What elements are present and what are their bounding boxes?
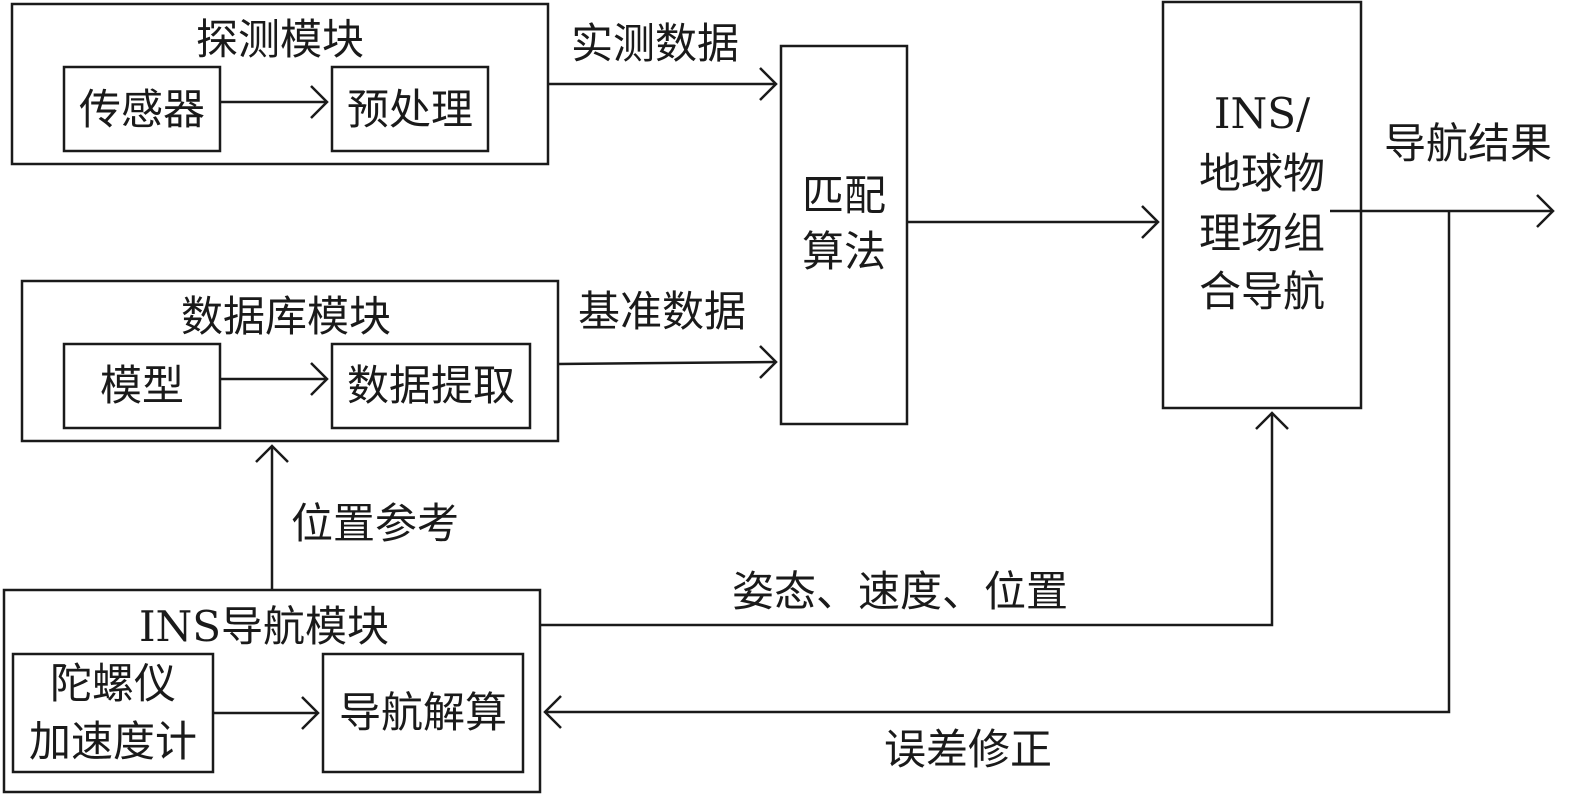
nav-solve-label: 导航解算	[339, 688, 507, 737]
nav-result-label: 导航结果	[1384, 119, 1552, 168]
position-ref-label: 位置参考	[291, 499, 459, 548]
data-extract-box	[330, 342, 532, 430]
state-arrow	[540, 413, 1274, 627]
measured-data-label: 实测数据	[571, 19, 739, 68]
combined-nav-line1: INS/	[1214, 89, 1311, 138]
detect-module-title: 探测模块	[196, 15, 364, 64]
ins-module-title: INS导航模块	[139, 602, 389, 651]
database-module-title: 数据库模块	[181, 292, 391, 341]
preprocess-label: 预处理	[347, 85, 473, 134]
match-algorithm-line1: 匹配	[802, 171, 886, 220]
sensor-label: 传感器	[79, 85, 205, 134]
data-extract-label: 数据提取	[347, 361, 515, 410]
error-correction-arrowhead	[543, 695, 562, 729]
error-correction-arrow	[545, 211, 1451, 714]
model-to-extract-arrowhead	[310, 362, 329, 396]
gyro-to-solve-arrowhead	[301, 696, 320, 730]
sensor-box	[62, 65, 222, 153]
match-to-combined-arrowhead	[1141, 205, 1160, 239]
reference-data-arrow	[557, 360, 777, 366]
reference-data-arrowhead	[759, 345, 778, 379]
combined-nav-box	[1161, 0, 1363, 410]
sensor-to-preprocess-arrowhead	[310, 85, 329, 119]
combined-nav-line2: 地球物	[1199, 149, 1325, 198]
model-box	[62, 342, 222, 430]
error-correction-label: 误差修正	[884, 725, 1052, 774]
nav-result-arrowhead	[1536, 194, 1555, 228]
measured-data-arrowhead	[759, 67, 778, 101]
nav-solve-box	[321, 652, 525, 774]
state-arrowhead	[1255, 411, 1289, 430]
gyro-label: 陀螺仪	[50, 659, 176, 708]
reference-data-label: 基准数据	[578, 287, 746, 336]
match-algorithm-box	[779, 44, 909, 426]
position-ref-arrowhead	[255, 444, 289, 463]
state-label: 姿态、速度、位置	[732, 567, 1068, 616]
accelerometer-label: 加速度计	[29, 717, 197, 766]
model-label: 模型	[100, 361, 184, 410]
combined-nav-line3: 理场组	[1199, 209, 1325, 258]
preprocess-box	[330, 65, 490, 153]
combined-nav-line4: 合导航	[1199, 267, 1325, 316]
match-algorithm-line2: 算法	[802, 227, 886, 276]
